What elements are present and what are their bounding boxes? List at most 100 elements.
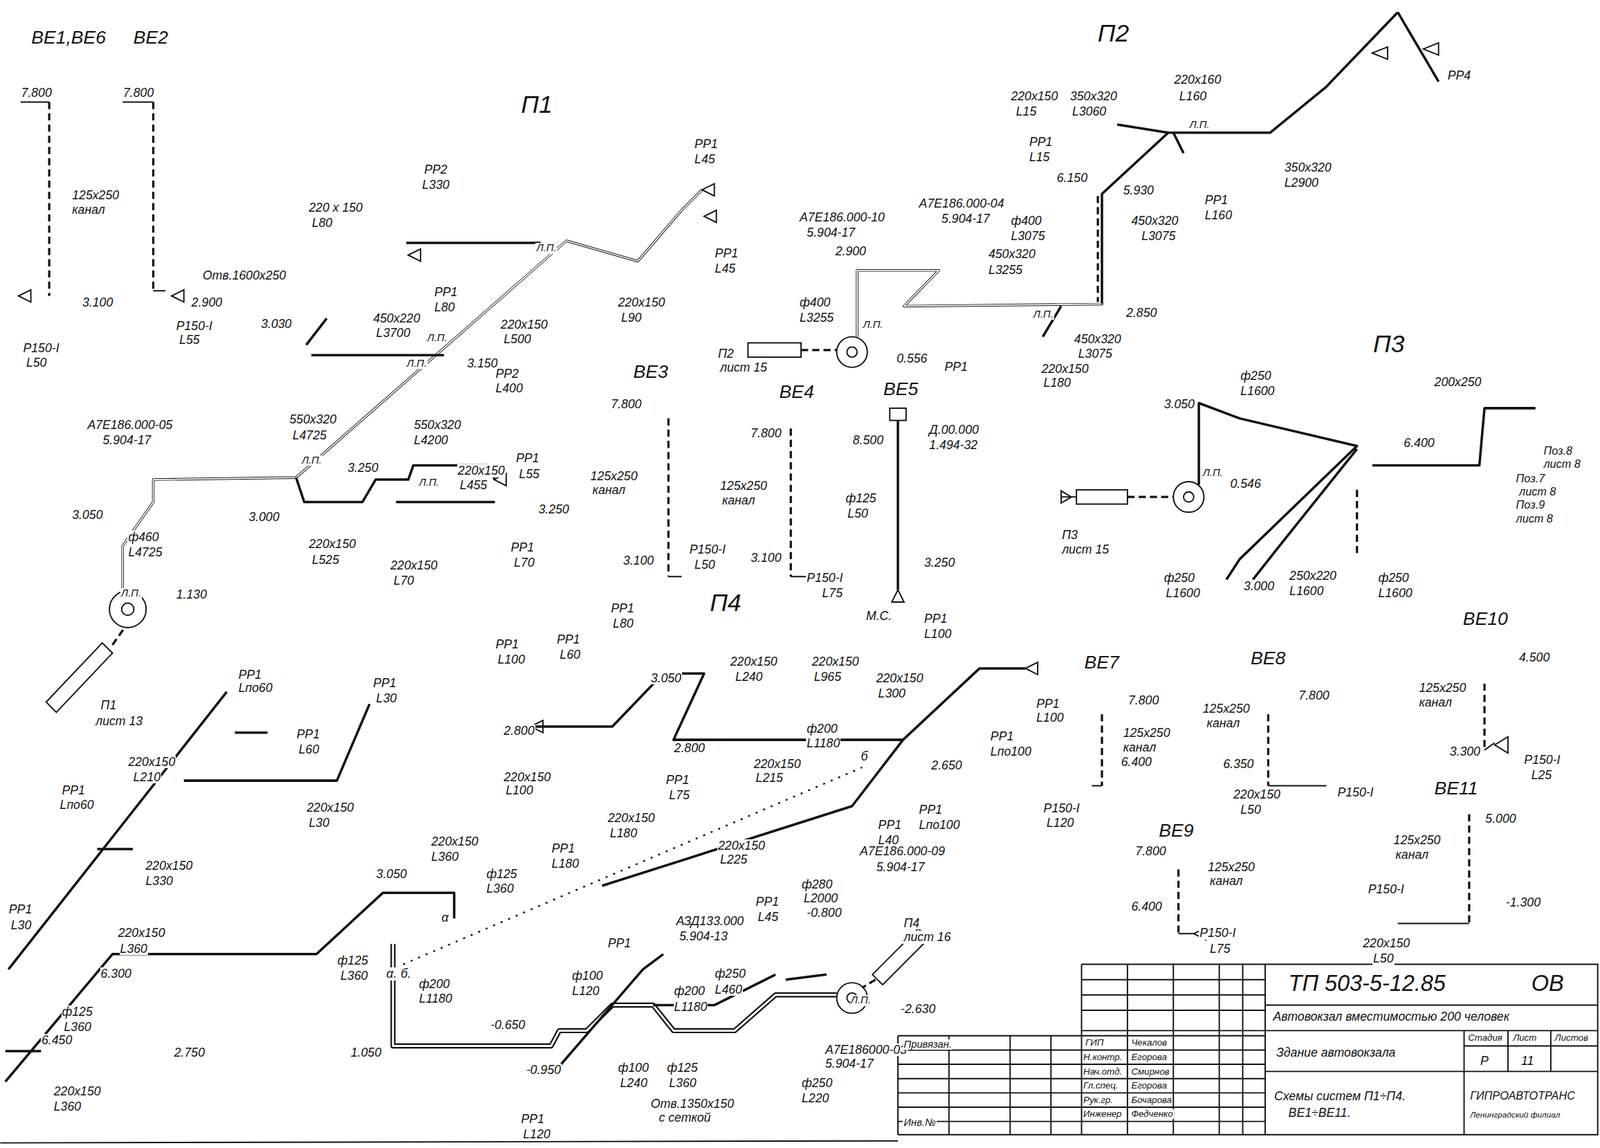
drawing-label: 450x320 (1073, 332, 1123, 346)
drawing-label: РР1 (551, 841, 576, 855)
sheet-border (0, 1140, 898, 1143)
drawing-label: L50 (25, 356, 48, 370)
drawing-label: канал (71, 203, 106, 217)
drawing-label: 220x150 (457, 464, 506, 478)
drawing-label: L1600 (1377, 586, 1413, 600)
drawing-label: 220x150 (1009, 89, 1059, 104)
fan-symbol (846, 346, 858, 357)
drawing-label: Л.П. (406, 358, 428, 369)
drawing-label: 11 (1520, 1054, 1535, 1068)
drawing-label: L500 (502, 332, 532, 346)
drawing-label: ГИП (1084, 1037, 1105, 1048)
drawing-label: с сеткой (657, 1110, 712, 1125)
drawing-label: 220x150 (53, 1084, 102, 1098)
drawing-label: L15 (1015, 105, 1038, 119)
drawing-label: L75 (668, 788, 691, 802)
drawing-label: Гл.спец. (1082, 1080, 1119, 1091)
drawing-label: ВЕ1÷ВЕ11. (1288, 1106, 1352, 1120)
drawing-label: L45 (693, 152, 716, 167)
drawing-label: L360 (62, 1020, 92, 1034)
drawing-label: Егорова (1130, 1052, 1167, 1062)
drawing-label: L160 (1178, 89, 1208, 104)
air-unit (801, 348, 838, 351)
drawing-label: А7Е186.000-04 (918, 197, 1006, 211)
drawing-label: Н.контр. (1082, 1052, 1123, 1062)
drawing-label: 125x250 (719, 479, 768, 493)
drawing-label: L30 (375, 691, 398, 705)
drawing-label: 8.500 (852, 433, 885, 447)
drawing-label: РР1 (296, 727, 321, 741)
drawing-label: 5.904-17 (824, 1056, 875, 1071)
drawing-label: L45 (714, 262, 737, 276)
drawing-label: 7.800 (1297, 688, 1330, 703)
drawing-label: Р150-I (1523, 753, 1561, 767)
drawing-label: ф125 (336, 953, 369, 968)
drawing-label: 3.250 (923, 556, 956, 570)
drawing-label: Р150-I (1043, 801, 1081, 815)
drawing-label: 4.500 (1518, 650, 1551, 665)
drawing-label: ВЕ7 (1083, 653, 1120, 673)
drawing-label: ВЕ3 (632, 362, 669, 382)
drawing-label: L360 (53, 1099, 82, 1114)
drawing-label: L90 (620, 311, 643, 325)
drawing-label: П2 (717, 347, 735, 361)
drawing-label: ф200 (418, 977, 451, 991)
drawing-label: -2.630 (899, 1002, 936, 1016)
drawing-label: АЗД133.000 (675, 914, 746, 928)
drawing-label: ф250 (1163, 571, 1196, 585)
drawing-label: L70 (513, 556, 536, 570)
drawing-label: 7.800 (610, 397, 642, 411)
drawing-label: ВЕ1,ВЕ6 (30, 28, 107, 48)
drawing-label: 3.050 (650, 671, 683, 685)
air-unit (861, 979, 876, 988)
drawing-label: ф200 (673, 984, 706, 998)
duct-line (1198, 402, 1358, 579)
drawing-label: РР1 (510, 540, 535, 555)
drawing-label: 220x150 (502, 770, 552, 784)
drawing-label: ф125 (844, 491, 877, 505)
duct-line (530, 668, 1026, 740)
air-unit (1127, 495, 1174, 499)
drawing-label: L3255 (987, 263, 1024, 277)
drawing-label: РР1 (8, 902, 33, 916)
drawing-label: L1600 (1239, 384, 1275, 398)
drawing-label: 6.300 (100, 967, 133, 981)
drawing-label: Федченко (1130, 1108, 1174, 1119)
drawing-label: лист 8 (1542, 457, 1581, 470)
drawing-label: 220x150 (144, 859, 193, 873)
grilles (18, 42, 1508, 940)
drawing-label: 220x150 (389, 558, 438, 573)
air-unit (112, 627, 126, 645)
drawing-label: L1180 (418, 991, 454, 1006)
drawing-label: лист 15 (1061, 543, 1110, 557)
drawing-label: 3.100 (749, 551, 782, 565)
drawing-label: Отв.1600x250 (201, 269, 287, 283)
drawing-label: 220x150 (1041, 362, 1090, 376)
drawing-label: 200x250 (1433, 375, 1483, 389)
drawing-label: РР1 (494, 637, 519, 651)
drawing-label: 220x150 (875, 671, 925, 685)
drawing-label: L50 (1372, 951, 1395, 965)
drawing-label: ф125 (485, 867, 518, 881)
drawing-label: 550x320 (412, 418, 462, 432)
drawing-label: L300 (877, 686, 907, 701)
drawing-label: лист 8 (1518, 485, 1557, 498)
drawing-label: 7.800 (1134, 844, 1167, 858)
drawing-label: П3 (1061, 528, 1079, 542)
drawing-label: Рук.гр. (1082, 1095, 1114, 1105)
drawing-label: Д.00.000 (928, 423, 979, 437)
drawing-label: L120 (571, 984, 600, 998)
drawing-label: Поз.7 (1515, 472, 1547, 485)
drawing-label: L2000 (803, 891, 839, 905)
drawing-label: Lпо60 (237, 681, 274, 695)
drawing-label: 5.904-17 (940, 212, 991, 226)
drawing-label: α (440, 911, 449, 925)
drawing-label: Стадия (1467, 1032, 1504, 1043)
drawing-label: L330 (421, 178, 450, 192)
drawing-label: L360 (485, 881, 514, 896)
drawing-label: Нач.отд. (1082, 1066, 1123, 1077)
drawing-label: П1 (100, 698, 118, 712)
drawing-label: 3.250 (347, 461, 380, 475)
drawing-label: 6.350 (1222, 757, 1255, 771)
drawing-label: 125x250 (590, 469, 639, 483)
